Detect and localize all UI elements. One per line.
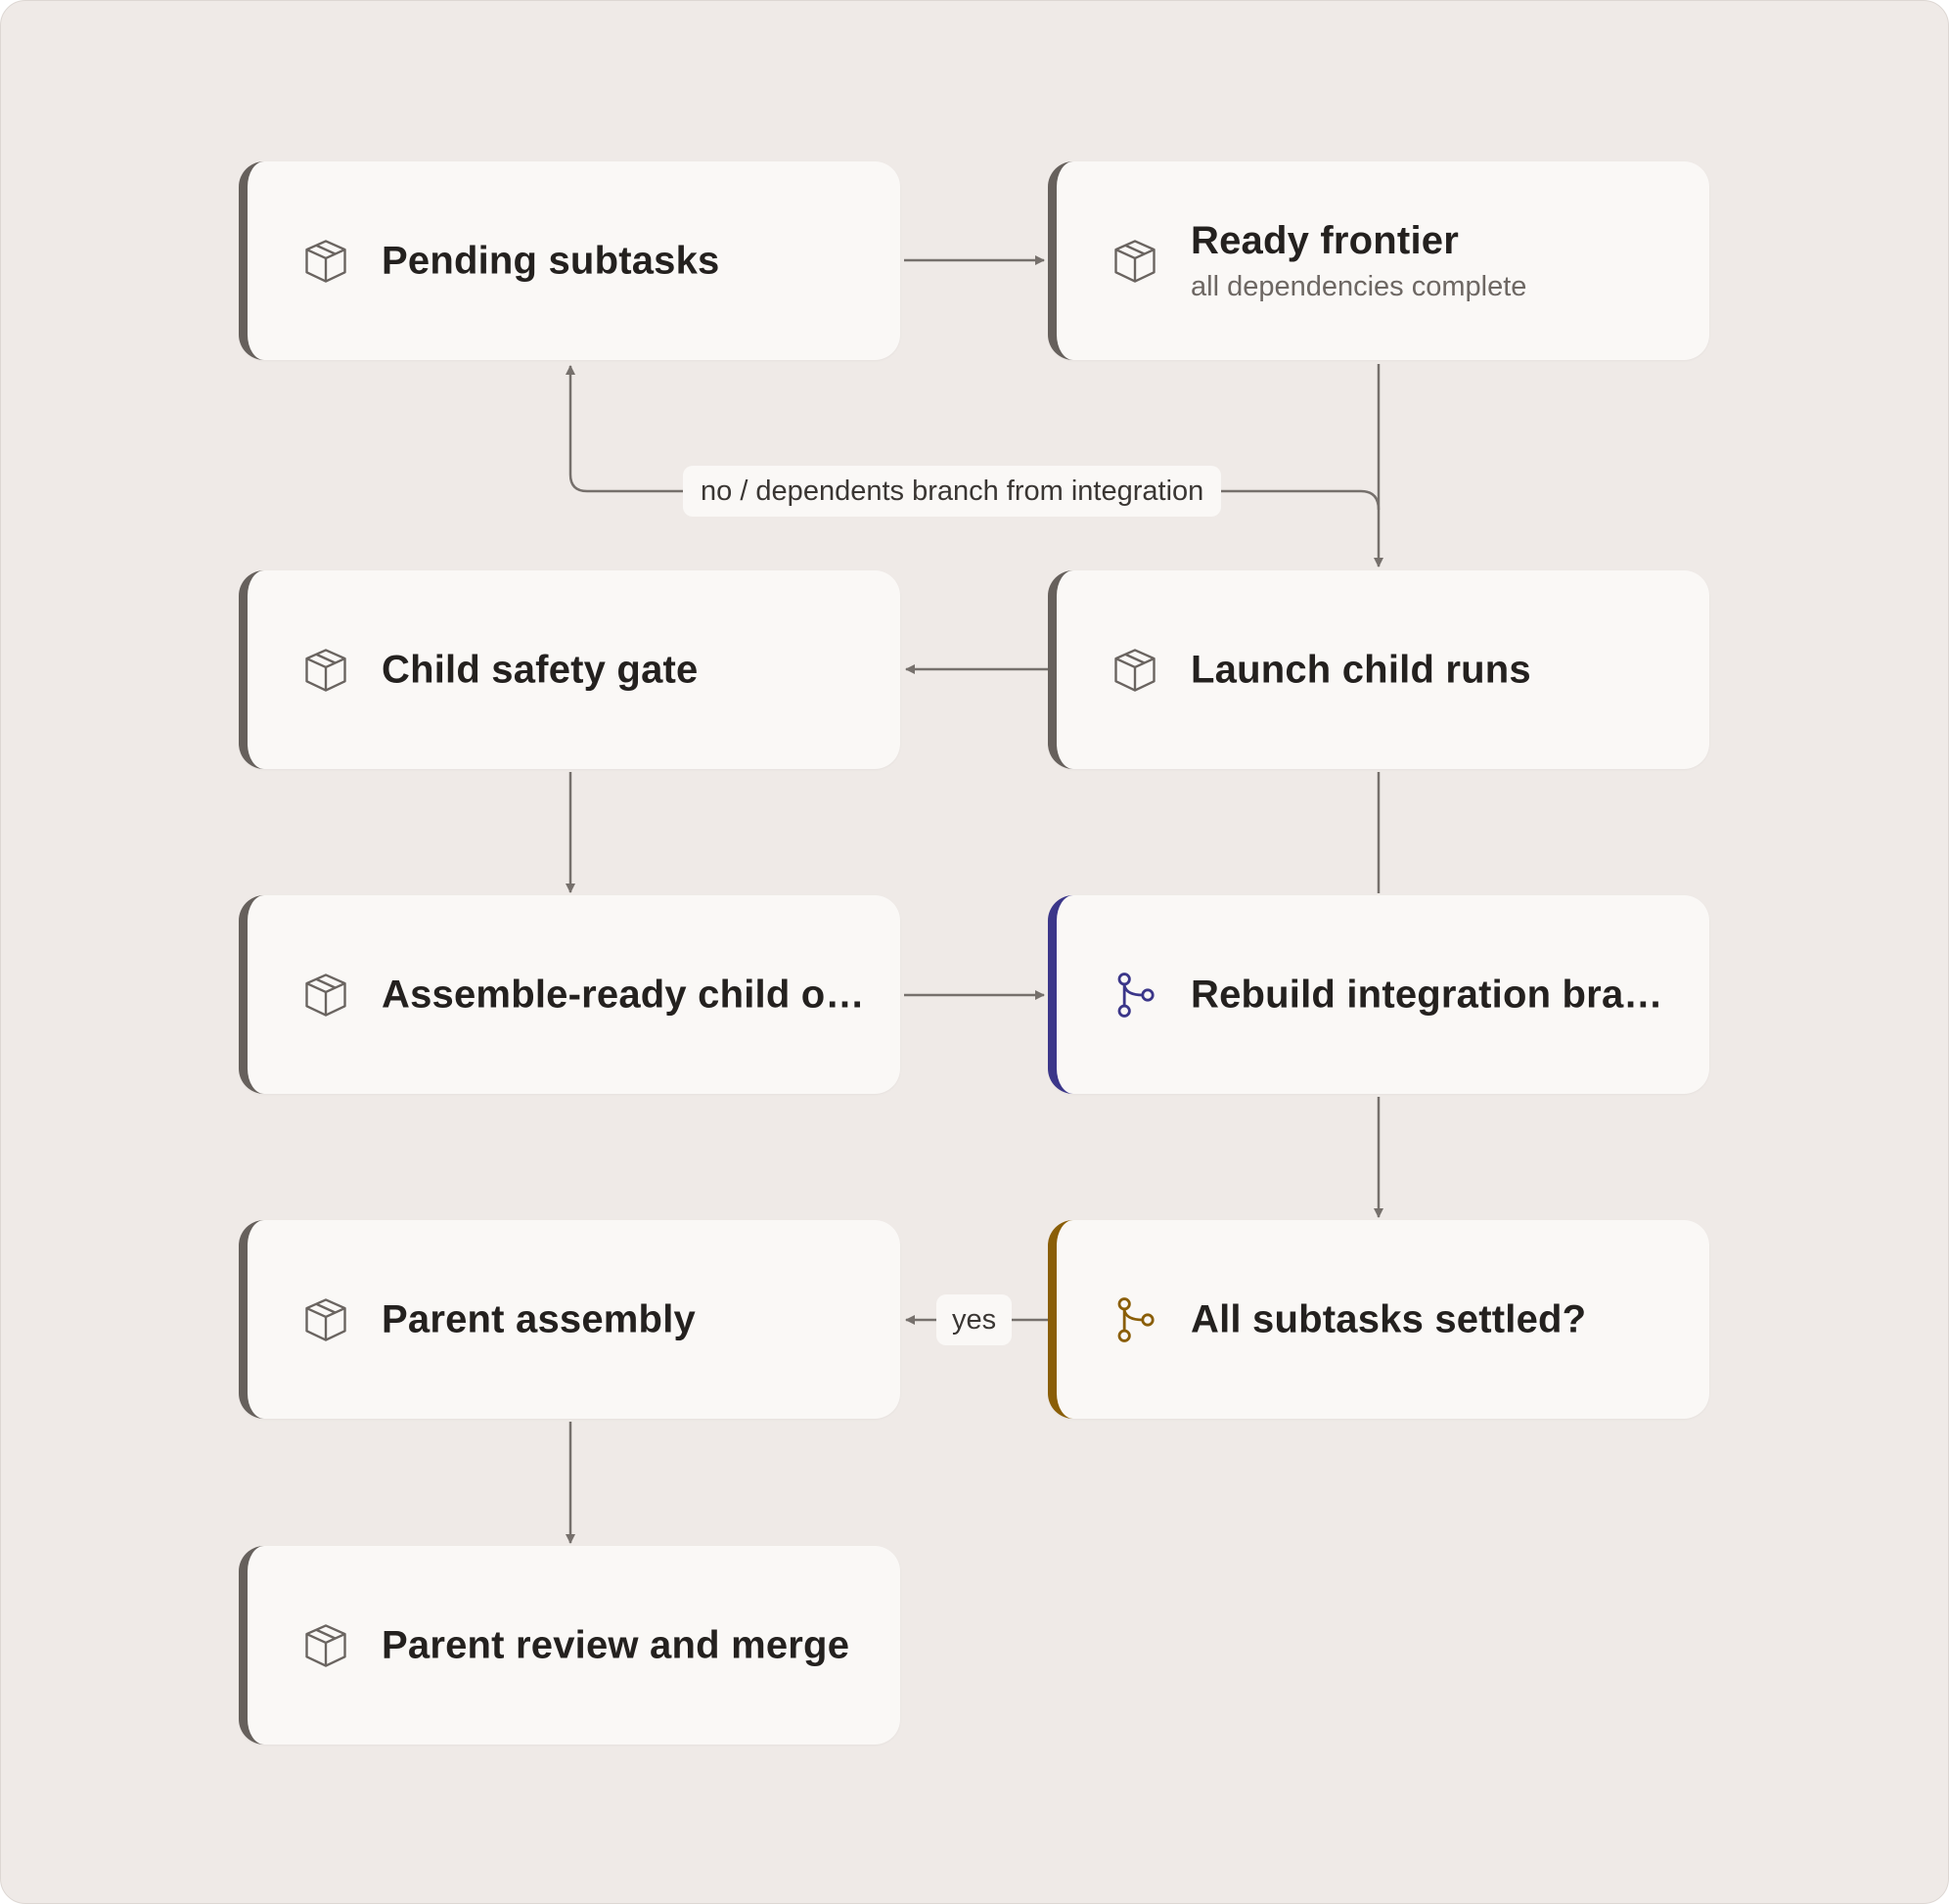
node-pending-subtasks[interactable]: Pending subtasks [239,161,900,360]
node-assemble-ready[interactable]: Assemble-ready child out... [239,895,900,1094]
package-icon [300,236,351,287]
node-rebuild-integration-branch[interactable]: Rebuild integration branch [1048,895,1709,1094]
node-title: Launch child runs [1191,648,1531,691]
node-title: Rebuild integration branch [1191,973,1680,1016]
node-ready-frontier[interactable]: Ready frontier all dependencies complete [1048,161,1709,360]
package-icon [300,1294,351,1345]
node-title: All subtasks settled? [1191,1297,1587,1340]
package-icon [300,645,351,696]
node-title: Pending subtasks [382,239,720,282]
package-icon [300,1620,351,1671]
edge-no-loop-to-pending [566,365,1381,511]
node-title: Assemble-ready child out... [382,973,871,1016]
node-launch-child-runs[interactable]: Launch child runs [1048,570,1709,769]
node-parent-assembly[interactable]: Parent assembly [239,1220,900,1419]
branch-icon [1110,970,1160,1020]
node-child-safety-gate[interactable]: Child safety gate [239,570,900,769]
package-icon [1110,236,1160,287]
node-all-subtasks-settled[interactable]: All subtasks settled? [1048,1220,1709,1419]
package-icon [1110,645,1160,696]
node-title: Child safety gate [382,648,699,691]
node-subtitle: all dependencies complete [1191,270,1527,302]
package-icon [300,970,351,1020]
branch-icon [1110,1294,1160,1345]
node-title: Parent assembly [382,1297,696,1340]
edge-label-yes: yes [936,1294,1013,1345]
edge-label-no-dependents: no / dependents branch from integration [683,466,1222,517]
node-title: Ready frontier [1191,218,1459,262]
node-parent-review-and-merge[interactable]: Parent review and merge [239,1546,900,1745]
node-title: Parent review and merge [382,1623,850,1666]
